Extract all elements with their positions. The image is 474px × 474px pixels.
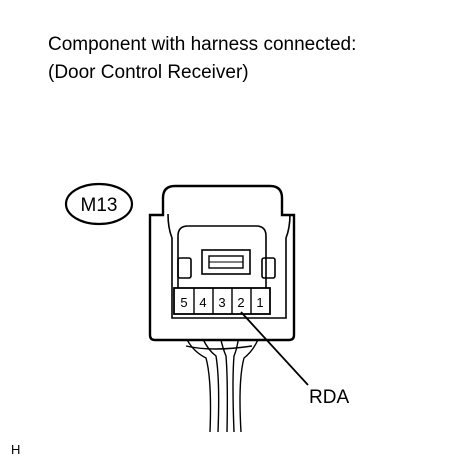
pin-label-1: 1 — [256, 295, 263, 310]
connector-code-label: M13 — [81, 195, 118, 216]
pin-label-4: 4 — [199, 295, 206, 310]
lock-latch — [201, 249, 251, 275]
callout-leader-line — [240, 311, 309, 386]
pin-label-5: 5 — [180, 295, 187, 310]
figure-code: H — [11, 442, 21, 457]
guide-slot-right — [261, 257, 276, 279]
wire-bundle-tie — [185, 345, 253, 350]
caption-line-2: (Door Control Receiver) — [48, 62, 249, 83]
terminal-block — [173, 287, 271, 315]
pin-label-3: 3 — [218, 295, 225, 310]
callout-label: RDA — [309, 387, 349, 408]
pin-label-2: 2 — [237, 295, 244, 310]
connector-face — [177, 225, 267, 291]
connector-housing — [148, 184, 296, 342]
guide-slot-left — [177, 257, 192, 279]
pin-callout: RDA — [240, 311, 349, 408]
caption-line-1: Component with harness connected: — [48, 34, 357, 55]
connector-code-badge: M13 — [64, 182, 134, 226]
connector-code-ellipse — [64, 182, 134, 226]
terminal-row: 5 4 3 2 1 — [173, 287, 271, 315]
housing-inner-edge — [167, 213, 291, 319]
